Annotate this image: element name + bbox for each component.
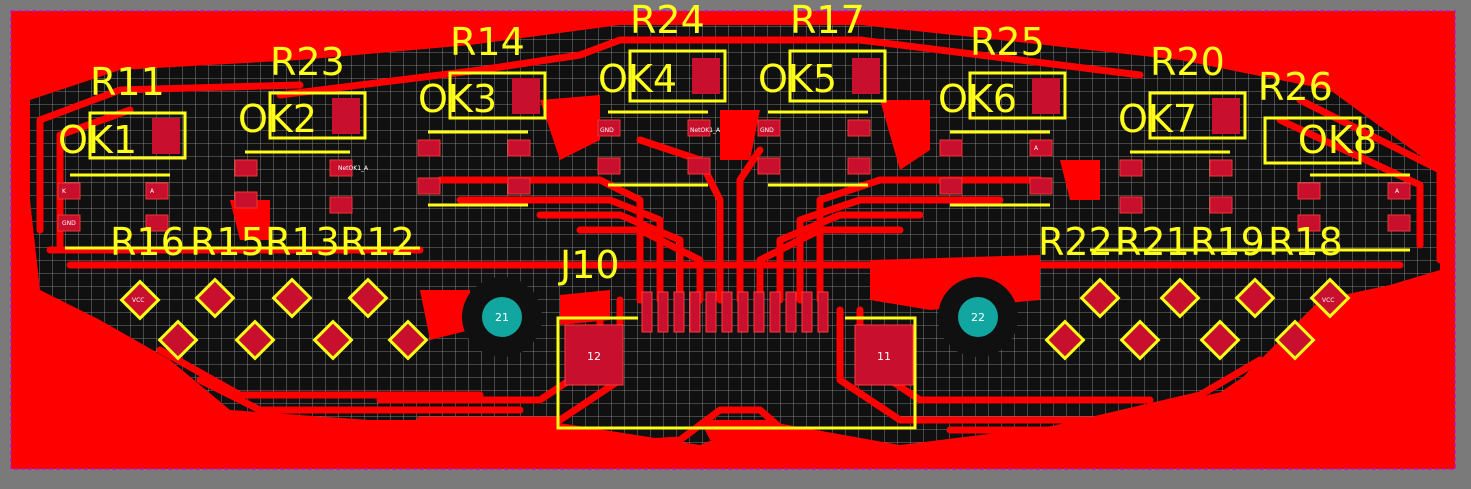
opto-pads	[57, 119, 1411, 232]
svg-text:21: 21	[495, 311, 509, 324]
j10-outline	[556, 316, 917, 430]
mask-region	[30, 25, 1440, 445]
copper-traces	[36, 36, 1444, 454]
svg-text:K: K	[62, 188, 67, 195]
label-r15: R15	[190, 220, 265, 264]
label-r25: R25	[970, 20, 1045, 64]
svg-text:VCC: VCC	[132, 297, 144, 304]
label-j10: J10	[558, 243, 620, 287]
svg-text:GND: GND	[760, 127, 774, 134]
label-ok3: OK3	[418, 77, 497, 121]
reference-designators: R11 OK1 R23 OK2 R14 OK3 R24 OK4 R17 OK5 …	[58, 0, 1377, 287]
board-outline	[10, 10, 1456, 470]
resistor-footprints	[119, 277, 1351, 361]
svg-text:A: A	[1034, 145, 1039, 152]
label-ok8: OK8	[1298, 118, 1377, 162]
label-r22: R22	[1038, 220, 1113, 264]
svg-text:A: A	[150, 188, 155, 195]
opto-silk	[65, 110, 1410, 252]
label-r17: R17	[790, 0, 865, 42]
svg-text:NetOK1_A: NetOK1_A	[690, 127, 721, 134]
label-r21: R21	[1115, 220, 1190, 264]
pad-12-label: 12	[587, 350, 601, 363]
label-r11: R11	[90, 60, 165, 104]
label-ok6: OK6	[938, 77, 1017, 121]
pad-11-label: 11	[877, 350, 891, 363]
label-r12: R12	[340, 220, 415, 264]
pin-labels: K GND A NetOK1_A GND NetOK1_A GND A A VC…	[62, 127, 1400, 304]
label-r26: R26	[1258, 65, 1333, 109]
label-r19: R19	[1190, 220, 1265, 264]
svg-text:22: 22	[971, 311, 985, 324]
label-ok5: OK5	[758, 57, 837, 101]
label-ok1: OK1	[58, 118, 137, 162]
svg-text:A: A	[1395, 188, 1400, 195]
label-r20: R20	[1150, 40, 1225, 84]
label-ok2: OK2	[238, 97, 317, 141]
label-r13: R13	[265, 220, 340, 264]
via-21: 21	[462, 277, 542, 357]
svg-text:GND: GND	[600, 127, 614, 134]
top-resistor-silk	[88, 49, 1362, 165]
svg-text:VCC: VCC	[1322, 297, 1334, 304]
label-r16: R16	[110, 220, 185, 264]
label-r14: R14	[450, 20, 525, 64]
label-ok4: OK4	[598, 57, 677, 101]
svg-text:NetOK1_A: NetOK1_A	[338, 165, 369, 172]
svg-text:GND: GND	[62, 220, 76, 227]
top-resistor-pads	[152, 58, 1240, 154]
j10-pads	[564, 291, 914, 386]
label-ok7: OK7	[1118, 97, 1197, 141]
label-r24: R24	[630, 0, 705, 42]
label-r23: R23	[270, 40, 345, 84]
label-r18: R18	[1268, 220, 1343, 264]
via-22: 22	[938, 277, 1018, 357]
